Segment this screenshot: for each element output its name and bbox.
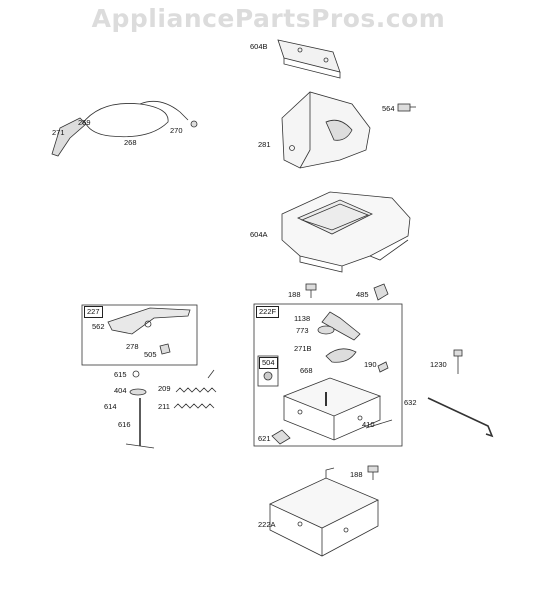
part-1230-bolt [453,349,463,374]
part-bracket-plate [271,377,393,445]
part-188-screw [305,283,317,298]
watermark: AppliancePartsPros.com [91,4,446,33]
part-604b-bracket [277,39,341,79]
part-278-lever [107,307,191,355]
label-271b: 271B [294,344,312,353]
label-668: 668 [300,366,313,375]
label-615: 615 [114,370,127,379]
label-562: 562 [92,322,105,331]
part-616-shaft [125,370,155,449]
label-621: 621 [258,434,271,443]
part-268-cable [51,100,198,157]
label-773: 773 [296,326,309,335]
label-222a: 222A [258,520,276,529]
label-505: 505 [144,350,157,359]
part-773-lever [263,311,389,381]
label-211: 211 [158,402,170,411]
label-1230: 1230 [430,360,447,369]
part-188-screw-bottom [367,465,379,480]
label-268: 268 [124,138,137,147]
label-188-bottom: 188 [350,470,363,479]
part-564-screw [397,103,416,112]
label-281: 281 [258,140,271,149]
label-270: 270 [170,126,183,135]
label-410: 410 [362,420,375,429]
part-211-spring [173,403,215,409]
label-209: 209 [158,384,171,393]
label-632: 632 [404,398,417,407]
label-278: 278 [126,342,139,351]
part-604a-cover [281,191,411,273]
part-281-shroud [281,91,371,169]
part-485-clip [373,283,389,301]
part-222a-plate [269,467,379,557]
label-564: 564 [382,104,395,113]
label-604b: 604B [250,42,268,51]
group-227-box [81,304,198,366]
label-271: 271 [52,128,65,137]
group-222f-box [253,303,403,447]
part-209-spring [175,369,217,393]
label-188-top: 188 [288,290,301,299]
label-269: 269 [78,118,91,127]
label-1138: 1138 [294,314,311,323]
label-227: 227 [84,306,103,318]
label-222f: 222F [256,306,280,318]
label-190: 190 [364,360,377,369]
label-485: 485 [356,290,369,299]
label-504: 504 [259,357,278,369]
part-632-rod [427,397,494,438]
label-604a: 604A [250,230,268,239]
label-404: 404 [114,386,127,395]
label-614: 614 [104,402,117,411]
label-616: 616 [118,420,131,429]
